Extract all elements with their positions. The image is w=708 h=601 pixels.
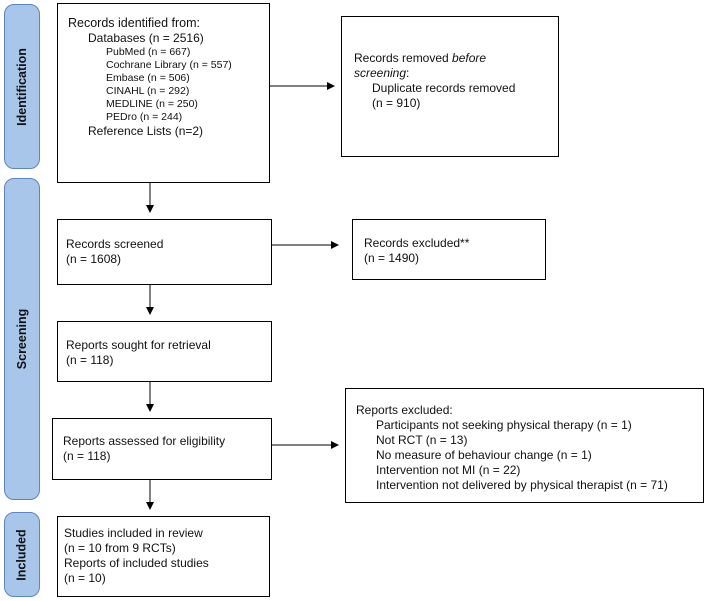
records-excluded-count: (n = 1490) bbox=[364, 251, 420, 265]
db-item-cochrane: Cochrane Library (n = 557) bbox=[106, 59, 232, 71]
reports-included-count: (n = 10) bbox=[64, 571, 106, 585]
reports-excluded-item: No measure of behaviour change (n = 1) bbox=[376, 448, 592, 462]
records-identified-title: Records identified from: bbox=[68, 16, 201, 30]
reports-sought-count: (n = 118) bbox=[66, 353, 114, 367]
db-item-pubmed: PubMed (n = 667) bbox=[106, 46, 191, 58]
reports-included-label: Reports of included studies bbox=[64, 556, 209, 570]
reports-excluded-item: Intervention not MI (n = 22) bbox=[376, 463, 521, 477]
records-screened-box: Records screened (n = 1608) bbox=[57, 219, 272, 285]
db-item-medline: MEDLINE (n = 250) bbox=[106, 98, 198, 110]
studies-included-box: Studies included in review (n = 10 from … bbox=[57, 516, 270, 597]
reports-excluded-title: Reports excluded: bbox=[356, 403, 453, 417]
studies-included-label: Studies included in review bbox=[64, 526, 203, 540]
records-screened-count: (n = 1608) bbox=[66, 252, 122, 266]
records-excluded-label: Records excluded** bbox=[364, 236, 470, 250]
duplicates-removed-count: (n = 910) bbox=[372, 96, 421, 110]
reports-excluded-item: Participants not seeking physical therap… bbox=[376, 418, 632, 432]
records-identified-box: Records identified from: Databases (n = … bbox=[57, 3, 270, 183]
records-excluded-box: Records excluded** (n = 1490) bbox=[352, 219, 546, 280]
studies-included-count: (n = 10 from 9 RCTs) bbox=[64, 541, 176, 555]
reports-excluded-item: Not RCT (n = 13) bbox=[376, 433, 468, 447]
db-item-embase: Embase (n = 506) bbox=[106, 72, 190, 84]
phase-included: Included bbox=[4, 512, 40, 597]
reports-sought-label: Reports sought for retrieval bbox=[66, 338, 211, 352]
phase-identification: Identification bbox=[4, 4, 40, 169]
records-removed-line2: screening: bbox=[354, 66, 410, 80]
db-item-pedro: PEDro (n = 244) bbox=[106, 111, 183, 123]
reports-excluded-box: Reports excluded: Participants not seeki… bbox=[345, 388, 704, 503]
reports-excluded-item: Intervention not delivered by physical t… bbox=[376, 478, 668, 492]
reference-lists: Reference Lists (n=2) bbox=[88, 124, 204, 138]
db-item-cinahl: CINAHL (n = 292) bbox=[106, 85, 190, 97]
reports-sought-box: Reports sought for retrieval (n = 118) bbox=[57, 321, 272, 382]
databases-total: Databases (n = 2516) bbox=[88, 31, 204, 45]
duplicates-removed-label: Duplicate records removed bbox=[372, 81, 516, 95]
records-removed-line1: Records removed before bbox=[354, 51, 487, 65]
records-screened-label: Records screened bbox=[66, 237, 164, 251]
reports-assessed-label: Reports assessed for eligibility bbox=[63, 434, 226, 448]
records-removed-box: Records removed before screening: Duplic… bbox=[341, 16, 559, 157]
reports-assessed-box: Reports assessed for eligibility (n = 11… bbox=[52, 418, 272, 480]
reports-assessed-count: (n = 118) bbox=[63, 449, 111, 463]
phase-screening: Screening bbox=[4, 178, 40, 500]
